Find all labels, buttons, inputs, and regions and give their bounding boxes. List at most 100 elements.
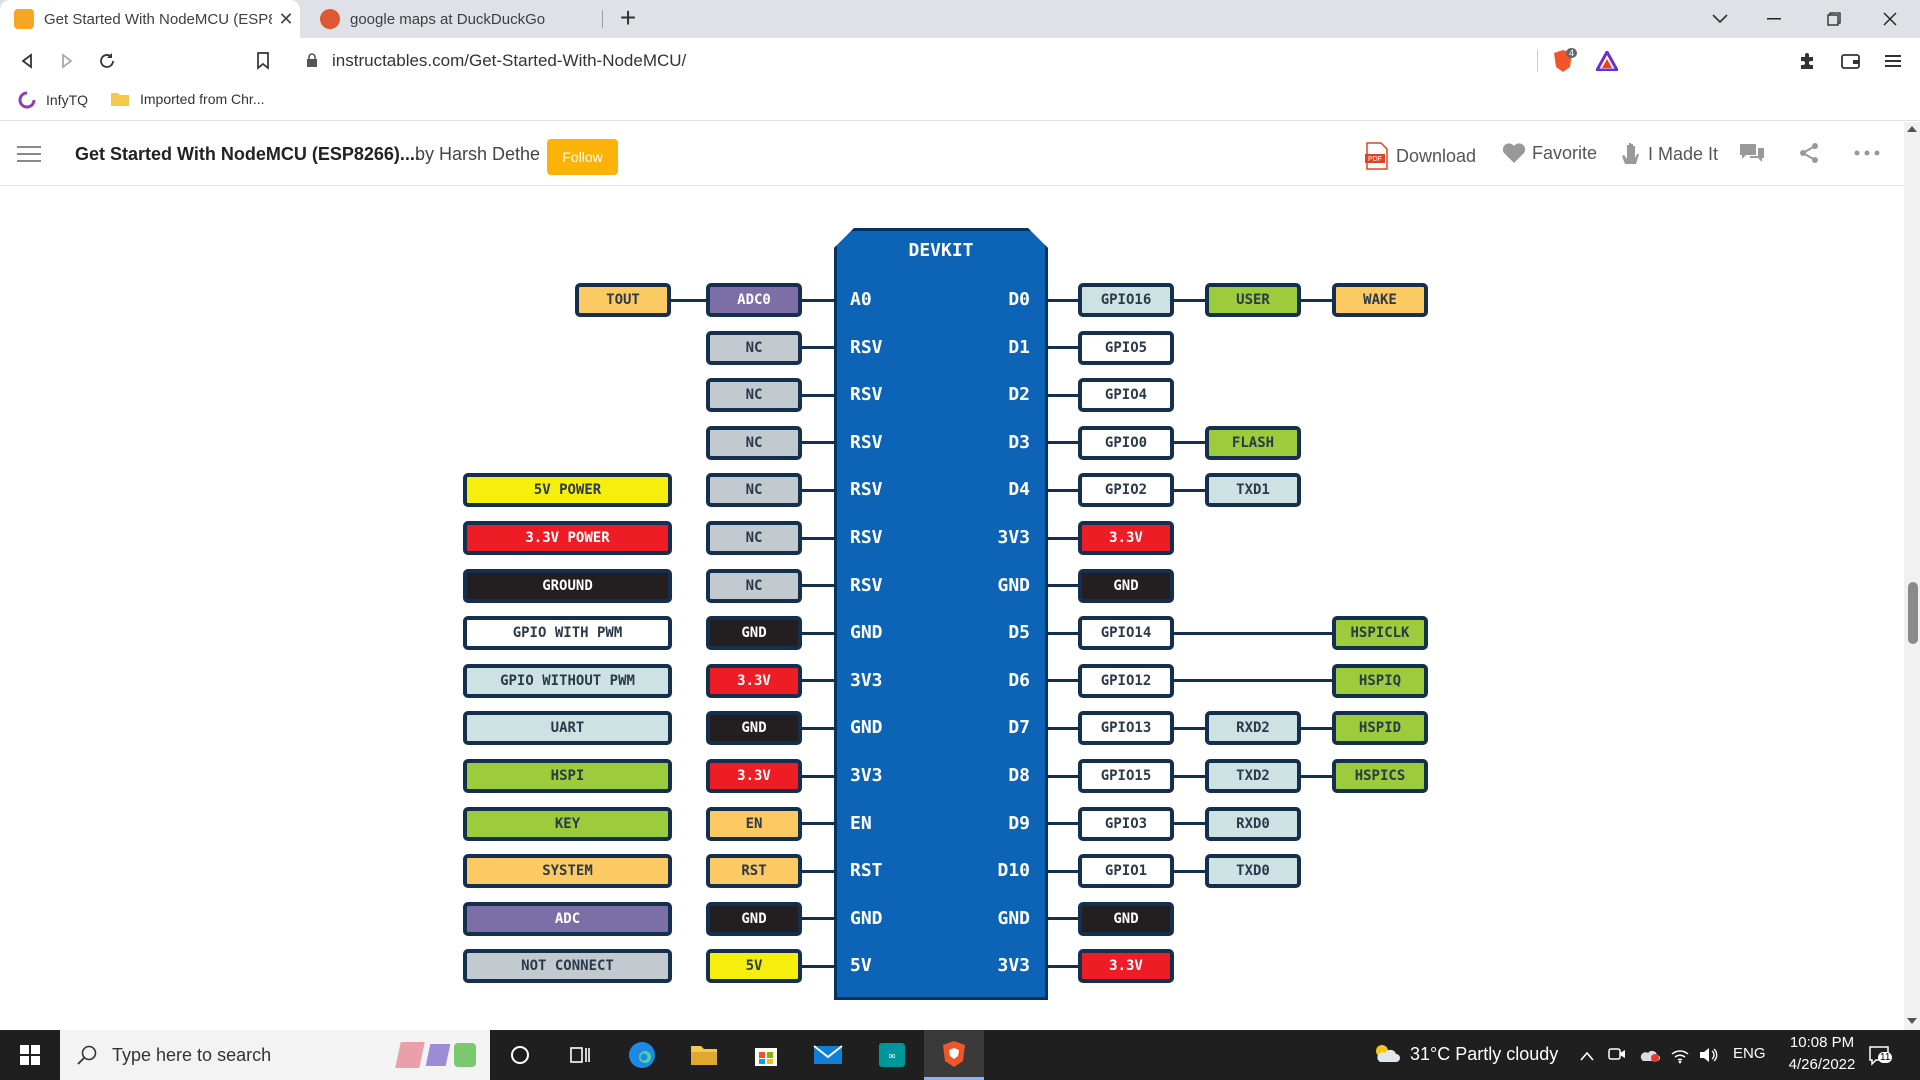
windows-taskbar: Type here to search ∞ 31°C Partly cloudy [0,1030,1920,1080]
infytq-icon [18,91,36,109]
board-pin-label-left: 3V3 [850,765,883,786]
restore-button[interactable] [1806,0,1862,38]
url-text: instructables.com/Get-Started-With-NodeM… [332,50,687,70]
scroll-down-arrow-icon[interactable] [1907,1018,1917,1024]
board-pin-label-right: D0 [1008,289,1030,310]
made-it-button[interactable]: I Made It [1620,142,1718,166]
microsoft-store-icon[interactable] [736,1030,796,1080]
clock-date[interactable]: 4/26/2022 [1788,1056,1856,1073]
download-button[interactable]: PDF Download [1364,142,1476,170]
board-pin-label-right: D3 [1008,431,1030,453]
pin-connector-line [1048,822,1080,826]
wallet-icon[interactable] [1836,46,1866,76]
brave-browser-icon[interactable] [924,1030,984,1080]
brave-shield-icon[interactable]: 4 [1548,46,1578,76]
pdf-icon: PDF [1365,142,1388,170]
brave-rewards-icon[interactable] [1592,46,1622,76]
bookmark-imported-folder[interactable]: Imported from Chr... [110,91,264,107]
board-pin-label-left: GND [850,907,883,929]
site-menu-icon[interactable] [17,146,41,167]
close-window-button[interactable] [1862,0,1918,38]
left-pin-function-box: 5V [706,949,802,984]
volume-icon[interactable] [1698,1046,1718,1069]
tab-nodemcu[interactable]: Get Started With NodeMCU (ESP8 ✕ [0,0,300,38]
board-pin-label-right: D9 [1008,812,1030,834]
pin-connector-line [1048,393,1080,397]
pin-connector-line [1048,917,1080,921]
pin-connector-line [1048,726,1080,730]
new-tab-button[interactable]: + [619,2,637,33]
pin-connector-line [800,393,834,397]
left-pin-function-box: NC [706,378,802,413]
legend-box: GPIO WITH PWM [463,616,672,651]
board-pin-label-right: GND [997,574,1030,596]
right-pin-gpio-box: GPIO13 [1078,711,1174,746]
edge-browser-icon[interactable] [612,1030,672,1080]
right-pin-outer-function-box: HSPID [1332,711,1428,746]
weather-text[interactable]: 31°C Partly cloudy [1410,1044,1559,1064]
left-pin-function-box: NC [706,330,802,365]
legend-box: HSPI [463,759,672,793]
clock-time[interactable]: 10:08 PM [1789,1034,1855,1051]
page-scrollbar[interactable] [1904,122,1920,1030]
pin-connector-line [800,964,834,968]
bookmark-infytq[interactable]: InfyTQ [18,91,88,109]
pin-connector-line [1172,679,1334,683]
address-bar[interactable]: instructables.com/Get-Started-With-NodeM… [292,42,1600,79]
instructable-header: Get Started With NodeMCU (ESP8266).... b… [0,122,1904,186]
address-bar-divider [1537,50,1538,72]
show-hidden-icons-chevron-icon[interactable] [1580,1048,1594,1066]
pin-connector-line [800,536,834,540]
notification-center-icon[interactable]: 11 [1868,1044,1893,1071]
right-pin-gpio-box: 3.3V [1078,521,1174,555]
minimize-button[interactable] [1746,0,1802,38]
follow-button[interactable]: Follow [547,139,618,175]
reload-icon[interactable] [92,46,122,76]
wifi-icon[interactable] [1670,1046,1690,1069]
tab-search-chevron-icon[interactable] [1692,0,1748,38]
more-options-icon[interactable] [1854,150,1886,156]
favorite-button[interactable]: Favorite [1502,142,1597,164]
pin-connector-line [1172,726,1206,730]
windows-logo-icon [20,1045,40,1065]
menu-hamburger-icon[interactable] [1878,46,1908,76]
bookmark-icon[interactable] [248,46,278,76]
svg-text:∞: ∞ [888,1051,896,1062]
tab-duckduckgo[interactable]: google maps at DuckDuckGo [306,0,602,38]
scroll-thumb[interactable] [1908,582,1918,644]
weather-icon[interactable] [1372,1042,1400,1071]
left-pin-function-box: NC [706,473,802,508]
start-button[interactable] [0,1030,60,1080]
back-icon[interactable] [12,46,42,76]
pin-connector-line [1172,774,1206,778]
comments-icon[interactable] [1738,142,1772,166]
close-tab-icon[interactable]: ✕ [278,8,294,29]
right-pin-alt-function-box: USER [1205,283,1301,317]
favorite-label: Favorite [1532,142,1598,163]
onedrive-icon[interactable] [1638,1048,1660,1067]
pin-connector-line [1048,346,1080,350]
scroll-up-arrow-icon[interactable] [1907,126,1917,132]
meet-now-icon[interactable] [1608,1046,1626,1067]
task-view-icon[interactable] [550,1030,610,1080]
author-byline[interactable]: by Harsh Dethe [415,144,541,164]
board-pin-label-left: RST [850,860,883,882]
file-explorer-icon[interactable] [674,1030,734,1080]
arduino-icon[interactable]: ∞ [862,1030,922,1080]
board-pin-label-right: D10 [997,860,1030,882]
cortana-icon[interactable] [490,1030,550,1080]
pin-connector-line [800,726,834,730]
extensions-puzzle-icon[interactable] [1792,46,1822,76]
forward-icon[interactable] [52,46,82,76]
board-pin-label-left: EN [850,812,872,834]
board-pin-label-left: 3V3 [850,669,883,691]
board-pin-label-right: D4 [1008,479,1030,501]
share-icon[interactable] [1798,142,1826,164]
pin-connector-line [800,631,834,635]
language-indicator[interactable]: ENG [1733,1045,1766,1062]
taskbar-search-box[interactable]: Type here to search [60,1030,490,1080]
right-pin-gpio-box: GPIO3 [1078,806,1174,841]
left-pin-function-box: ADC0 [706,283,802,317]
pin-connector-line [1048,488,1080,492]
mail-icon[interactable] [798,1030,858,1080]
